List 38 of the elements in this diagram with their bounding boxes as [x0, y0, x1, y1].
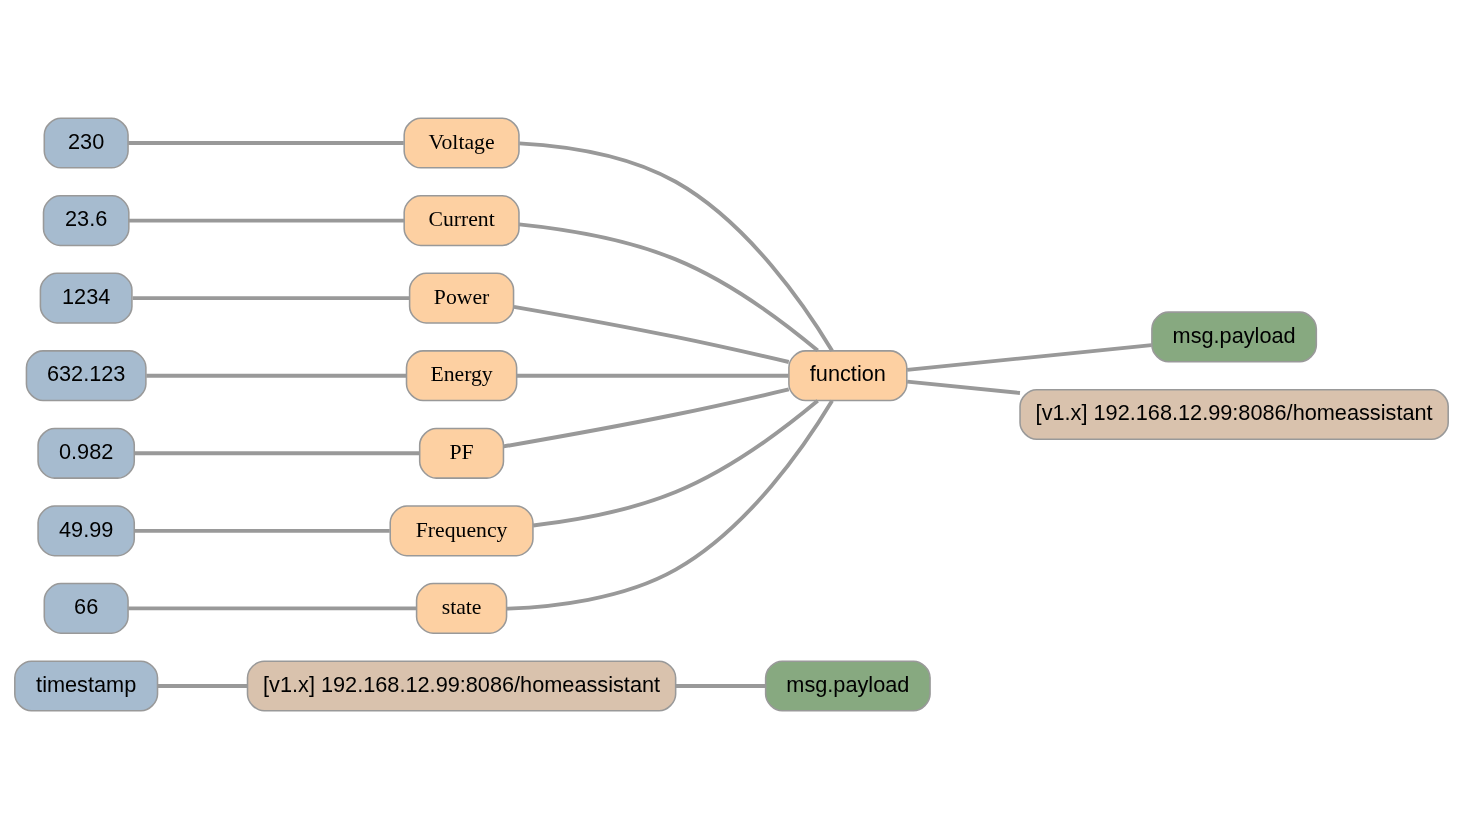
- node-box: msg.payload: [1151, 310, 1318, 363]
- connector: [516, 373, 789, 378]
- connector: [146, 373, 406, 378]
- connector: [532, 398, 819, 527]
- node-box: state: [415, 582, 508, 634]
- node-box: 1234: [39, 272, 133, 324]
- connector: [676, 683, 766, 688]
- connector: [506, 399, 834, 611]
- node-box: 49.99: [37, 504, 136, 556]
- node-box: 0.982: [37, 427, 136, 479]
- connector: [157, 683, 248, 688]
- node-box: 632.123: [25, 349, 147, 401]
- node-box: 23.6: [42, 194, 130, 246]
- node-box: Energy: [405, 349, 518, 401]
- connector: [132, 295, 409, 300]
- node-box: 66: [43, 582, 129, 634]
- node-box: PF: [418, 427, 505, 479]
- connector: [128, 605, 417, 610]
- connector: [518, 222, 819, 352]
- node-box: msg.payload: [764, 659, 931, 712]
- node-box: function: [788, 349, 908, 401]
- connector: [519, 140, 834, 352]
- connector: [503, 387, 790, 448]
- node-box: Voltage: [403, 116, 520, 169]
- connector: [907, 379, 1021, 395]
- node-box: 230: [43, 116, 129, 169]
- node-box: [v1.x] 192.168.12.99:8086/homeassistant: [246, 659, 677, 712]
- connector: [129, 218, 405, 223]
- connector: [134, 528, 390, 533]
- node-box: Power: [408, 272, 515, 324]
- connector: [134, 450, 420, 455]
- node-box: Frequency: [389, 504, 534, 556]
- connector: [128, 140, 404, 145]
- node-box: [v1.x] 192.168.12.99:8086/homeassistant: [1019, 388, 1449, 440]
- node-box: Current: [403, 194, 520, 246]
- connector: [513, 304, 790, 364]
- node-box: timestamp: [14, 659, 159, 712]
- connector: [907, 342, 1152, 372]
